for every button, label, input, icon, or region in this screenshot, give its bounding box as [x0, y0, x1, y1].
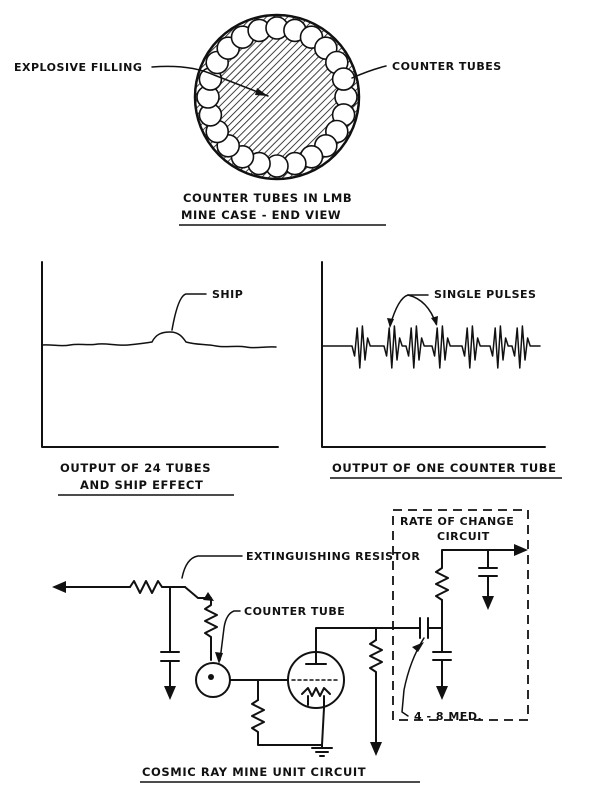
- roc-lower-ground-arrow: [436, 686, 448, 700]
- rate-of-change-label-line1: RATE OF CHANGE: [400, 515, 514, 528]
- output-arrowhead: [52, 581, 66, 593]
- extinguishing-leader: [181, 555, 243, 579]
- counter-tubes-label: COUNTER TUBES: [392, 60, 502, 73]
- top-caption-line1: COUNTER TUBES IN LMB: [183, 191, 352, 205]
- left-capacitor: [160, 651, 180, 662]
- counter-tube-anode-dot: [208, 674, 214, 680]
- counter-tube-leader: [219, 610, 241, 661]
- right-caption: OUTPUT OF ONE COUNTER TUBE: [332, 461, 557, 475]
- extinguishing-arrowhead: [203, 592, 214, 601]
- right-graph-axes: [321, 261, 546, 448]
- grid-leak-resistor: [251, 699, 323, 746]
- circuit-diagram: [52, 509, 529, 757]
- left-graph-axes: [41, 261, 279, 448]
- left-caption-line2: AND SHIP EFFECT: [80, 478, 203, 492]
- triode-cathode-lead: [307, 695, 325, 746]
- single-pulses-leader-left: [389, 294, 429, 327]
- counter-tube-arrowhead: [215, 652, 223, 664]
- mine-case-end-view: [151, 13, 387, 181]
- rate-of-change-box: [392, 509, 529, 721]
- coupling-capacitor: [419, 617, 429, 639]
- right-graph: [321, 261, 546, 448]
- top-caption-line2: MINE CASE - END VIEW: [181, 208, 341, 222]
- extinguishing-resistor-label: EXTINGUISHING RESISTOR: [246, 550, 420, 563]
- plate-resistor-arrowhead: [370, 742, 382, 756]
- extinguishing-resistor: [204, 599, 218, 661]
- ship-annotation-leader: [171, 293, 207, 331]
- roc-lower-capacitor: [432, 651, 452, 661]
- single-pulses-leader-right: [407, 294, 437, 325]
- single-pulses-label: SINGLE PULSES: [434, 288, 536, 301]
- explosive-filling-leader: [151, 65, 269, 97]
- counter-tube-symbol: [195, 662, 231, 698]
- left-caption-line1: OUTPUT OF 24 TUBES: [60, 461, 211, 475]
- counter-tubes-leader: [351, 65, 387, 79]
- right-graph-pulse-trace: [321, 325, 541, 369]
- counter-tube-circle: [331, 67, 356, 91]
- capacitor-value-label: 4 - 8 MFD.: [414, 710, 482, 723]
- explosive-filling-core: [221, 41, 333, 153]
- circuit-caption: COSMIC RAY MINE UNIT CIRCUIT: [142, 765, 366, 779]
- ground-symbol: [311, 744, 333, 757]
- single-pulses-arrow-right: [431, 316, 438, 326]
- triode-cathode: [301, 687, 331, 697]
- single-pulses-arrow-left: [387, 318, 394, 328]
- roc-right-ground-arrow: [482, 596, 494, 610]
- capacitor-label-arrowhead: [412, 642, 424, 652]
- left-graph: [41, 261, 279, 448]
- ship-label: SHIP: [212, 288, 243, 301]
- triode-plate-lead: [315, 627, 421, 665]
- explosive-filling-label: EXPLOSIVE FILLING: [14, 61, 142, 74]
- resistor-r1: [129, 580, 163, 594]
- roc-right-capacitor: [478, 567, 498, 577]
- roc-resistor: [435, 549, 516, 601]
- capacitor-label-leader: [401, 637, 425, 717]
- roc-output-arrowhead: [514, 544, 528, 556]
- rate-of-change-label-line2: CIRCUIT: [437, 530, 490, 543]
- plate-resistor: [369, 639, 383, 746]
- explosive-filling-arrowhead: [255, 88, 268, 96]
- left-graph-trace: [41, 331, 277, 349]
- left-ground-arrow: [164, 686, 176, 700]
- counter-tubes-ring: [196, 16, 358, 178]
- counter-tube-label: COUNTER TUBE: [244, 605, 345, 618]
